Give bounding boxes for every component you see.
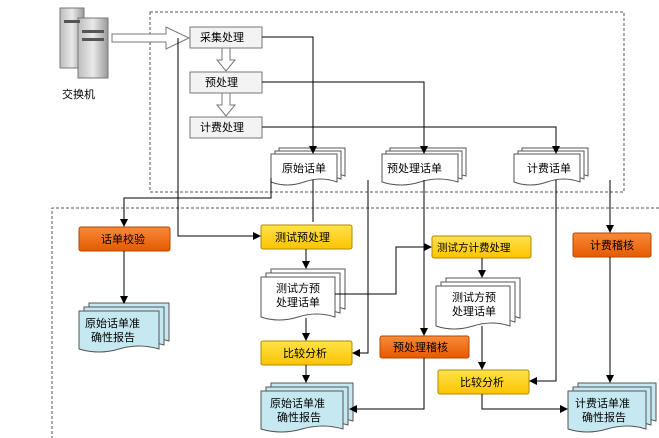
bill-report-doc xyxy=(567,382,657,433)
test-bill-cdr-line2: 处理话单 xyxy=(452,305,496,318)
bill-report-line1: 计费话单准 xyxy=(575,397,630,410)
preprocess-label: 预处理 xyxy=(205,76,238,89)
bill-report-line2: 确性报告 xyxy=(582,410,626,424)
test-bill-cdr-doc xyxy=(435,277,521,330)
conn-preaudit-report xyxy=(349,358,425,413)
conn-collect-raw xyxy=(262,36,317,154)
test-billing-label: 测试方计费处理 xyxy=(437,241,511,254)
test-pre-cdr-line1: 测试方预 xyxy=(276,281,320,295)
compare-2-label: 比较分析 xyxy=(460,375,504,389)
raw-report-mid-line2: 确性报告 xyxy=(277,410,321,424)
server-icon xyxy=(59,7,109,79)
collect-label: 采集处理 xyxy=(200,30,244,44)
pre-cdr-doc xyxy=(381,147,467,186)
test-pre-cdr-line2: 处理话单 xyxy=(276,296,320,309)
raw-report-mid-line1: 原始话单准 xyxy=(270,396,325,410)
raw-cdr-label: 原始话单 xyxy=(282,161,326,175)
raw-report-left-doc xyxy=(78,302,170,353)
test-preprocess-label: 测试预处理 xyxy=(275,231,330,244)
switch-label: 交换机 xyxy=(62,87,95,101)
billing-audit-box[interactable] xyxy=(572,232,652,258)
raw-cdr-doc xyxy=(270,147,346,186)
bill-cdr-doc xyxy=(513,147,589,186)
compare-1-label: 比较分析 xyxy=(283,346,327,360)
conn-testdoc-testbilling xyxy=(335,243,432,295)
pre-cdr-label: 预处理话单 xyxy=(387,162,442,175)
test-pre-cdr-doc xyxy=(260,268,346,321)
conn-pre-precdr xyxy=(262,81,428,154)
conn-precdr-compare1 xyxy=(352,180,369,357)
hollow-arrow-down-1 xyxy=(215,47,237,72)
raw-report-left-line2: 确性报告 xyxy=(91,330,135,344)
lower-dashed-region xyxy=(51,207,659,438)
test-bill-cdr-line1: 测试方预 xyxy=(452,290,496,304)
bill-cdr-label: 计费话单 xyxy=(527,162,571,175)
billing-label: 计费处理 xyxy=(200,121,244,134)
conn-raw-cdrcheck xyxy=(120,178,272,227)
hollow-arrow-down-2 xyxy=(215,92,237,117)
hollow-arrow-collect xyxy=(111,26,191,50)
raw-report-mid-doc xyxy=(260,382,354,433)
conn-bill-billcdr xyxy=(262,126,560,154)
conn-billcdr-compare2 xyxy=(529,180,557,385)
raw-report-left-line1: 原始话单准 xyxy=(85,316,140,330)
conn-switch-testpre xyxy=(177,38,261,240)
pre-audit-label: 预处理稽核 xyxy=(393,340,448,354)
upper-dashed-region xyxy=(149,11,625,193)
cdr-check-label: 话单校验 xyxy=(101,232,145,246)
conn-compare2-report xyxy=(481,394,568,413)
billing-audit-label: 计费稽核 xyxy=(590,238,634,252)
